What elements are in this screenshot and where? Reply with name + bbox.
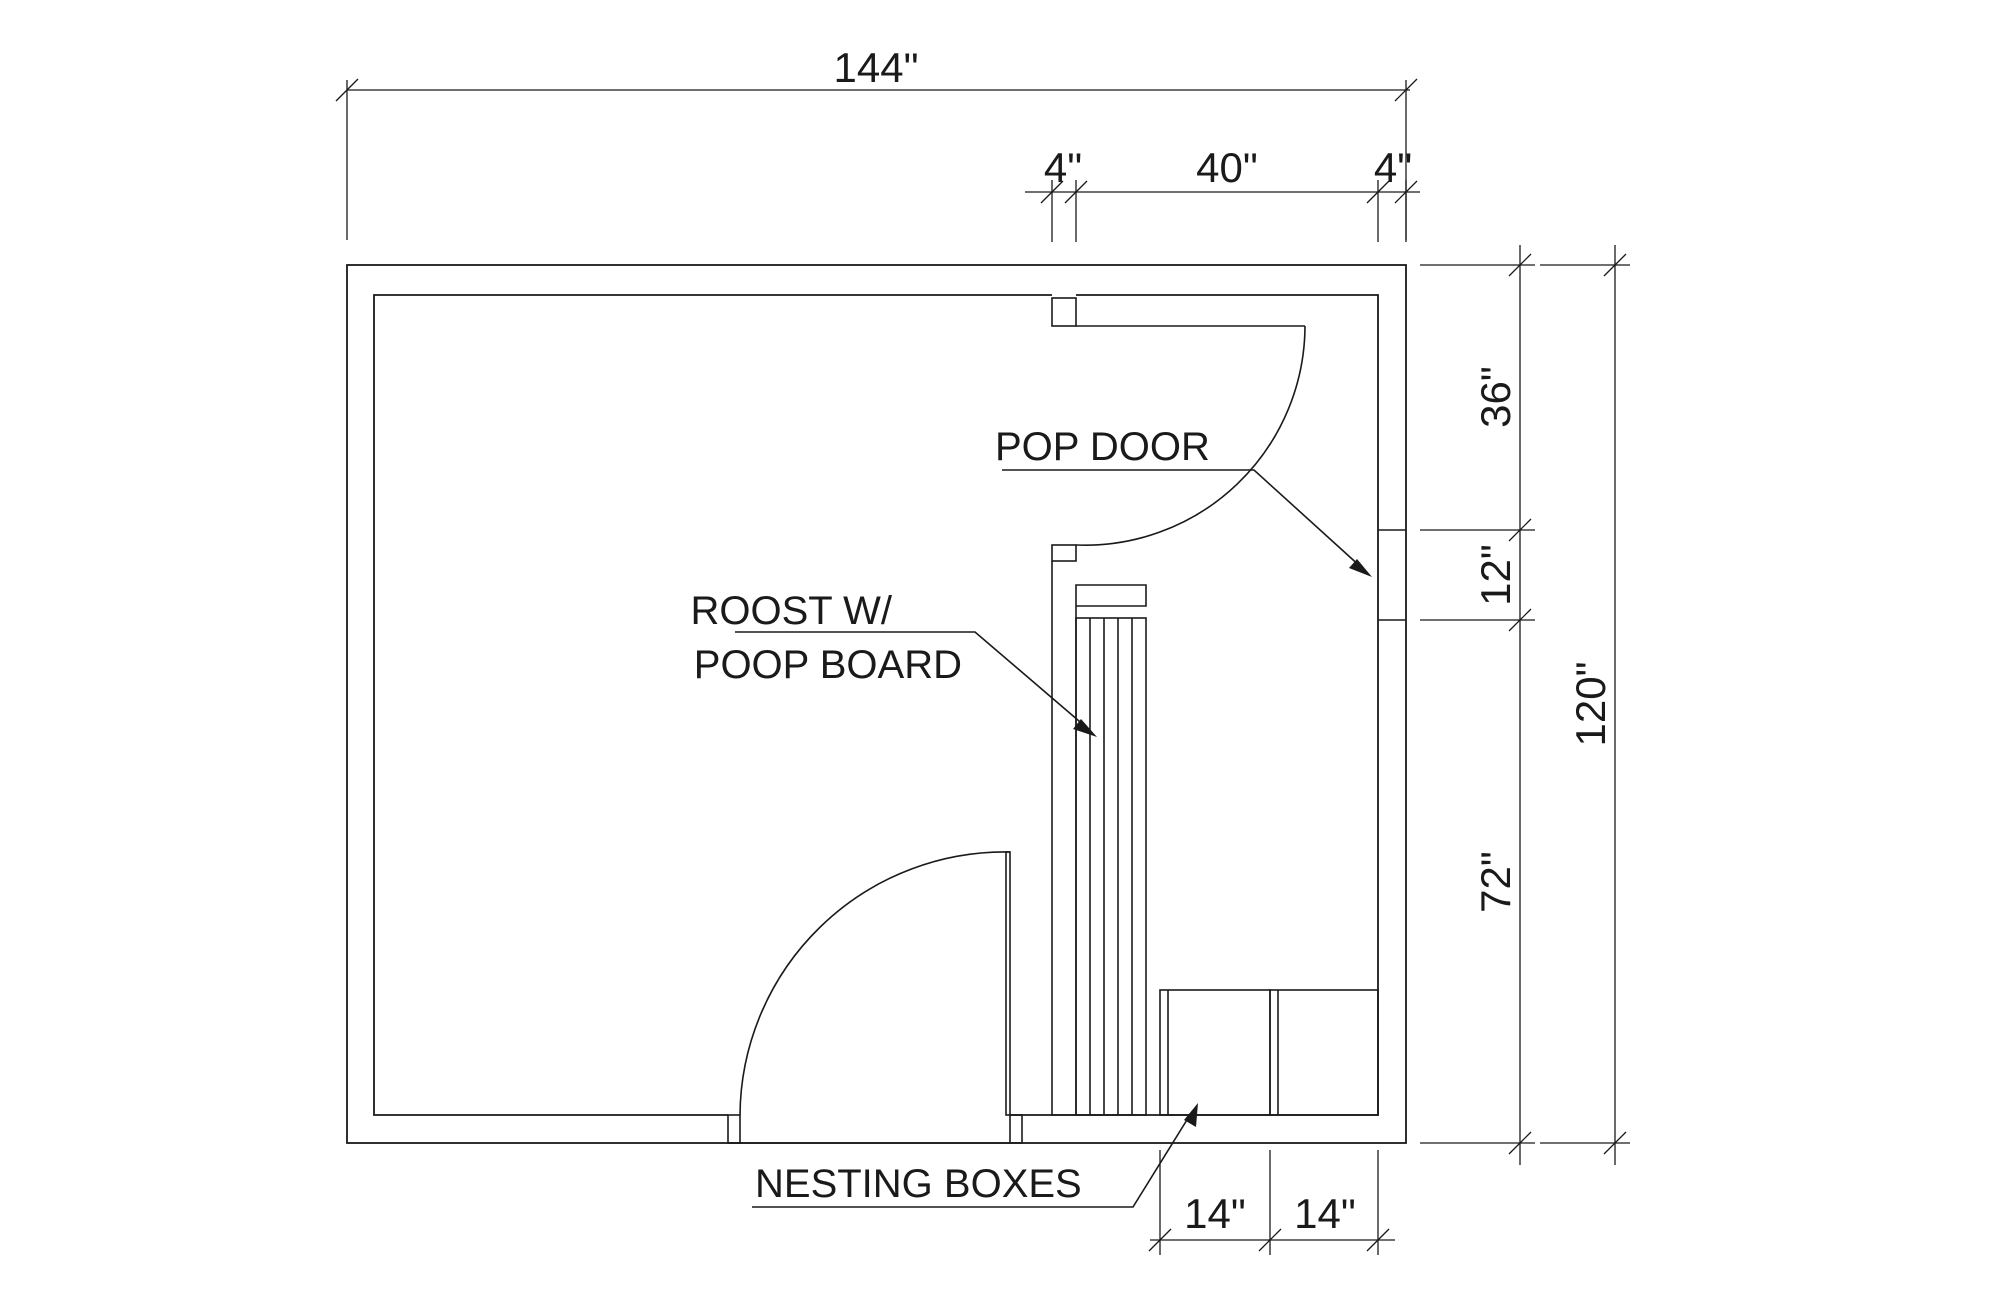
dimension-nesting-boxes: 14" 14" <box>1148 1150 1395 1255</box>
nesting-box-right <box>1269 989 1379 1116</box>
entry-door <box>739 851 1011 1116</box>
dimension-pop-door-chain: 4" 40" 4" <box>1025 144 1420 242</box>
nesting-box-left <box>1159 989 1271 1116</box>
entry-door-leaf <box>1005 851 1011 1116</box>
inner-wall-line-right <box>1010 294 1379 1116</box>
poop-board-outline <box>1075 617 1147 1116</box>
callout-nesting-boxes: NESTING BOXES <box>752 1103 1198 1208</box>
exterior-walls <box>346 264 1407 1144</box>
interior-partition <box>1051 297 1306 1116</box>
dimension-right-chain: 36" 12" 72" <box>1420 245 1535 1165</box>
nesting-boxes <box>1159 989 1379 1116</box>
nesting-boxes-arrowhead <box>1184 1103 1198 1127</box>
entry-door-jamb-left <box>727 1114 741 1144</box>
roost-label-line1: ROOST W/ <box>691 589 893 633</box>
pop-door <box>1378 529 1406 621</box>
overall-width-label: 144" <box>834 44 919 91</box>
callout-pop-door: POP DOOR <box>995 425 1372 577</box>
dimension-overall-depth: 120" <box>1540 245 1630 1165</box>
nesting-box-1-label: 14" <box>1184 1190 1246 1237</box>
partition-post-top <box>1051 297 1077 327</box>
roost-arrowhead <box>1073 719 1097 737</box>
nesting-boxes-label: NESTING BOXES <box>755 1162 1082 1206</box>
overall-depth-label: 120" <box>1567 662 1614 747</box>
callout-roost: ROOST W/ POOP BOARD <box>691 589 1097 737</box>
outer-wall-outline <box>346 264 1407 1144</box>
partition-post-mid <box>1051 544 1077 562</box>
nesting-box-2-label: 14" <box>1294 1190 1356 1237</box>
entry-door-swing-arc <box>739 851 1011 1116</box>
pop-door-arrowhead <box>1349 559 1372 577</box>
inner-wall-line-left <box>373 294 1052 1116</box>
partition-wall-body <box>1051 561 1147 1116</box>
pop-door-bottom-offset-label: 72" <box>1472 851 1519 913</box>
roost-poop-board <box>1075 617 1147 1116</box>
partition-door-swing-arc <box>1075 325 1306 546</box>
pop-door-opening-label: 12" <box>1472 544 1519 606</box>
pop-door-width-label: 40" <box>1196 144 1258 191</box>
roost-label-line2: POOP BOARD <box>694 643 962 687</box>
pop-door-label: POP DOOR <box>995 425 1210 469</box>
door-jambs <box>727 1114 1023 1144</box>
entry-door-jamb-right <box>1009 1114 1023 1144</box>
pop-door-jamb-right-label: 4" <box>1374 144 1412 191</box>
pop-door-top-offset-label: 36" <box>1472 366 1519 428</box>
dimension-overall-width: 144" <box>335 44 1418 240</box>
pop-door-jamb-left-label: 4" <box>1044 144 1082 191</box>
